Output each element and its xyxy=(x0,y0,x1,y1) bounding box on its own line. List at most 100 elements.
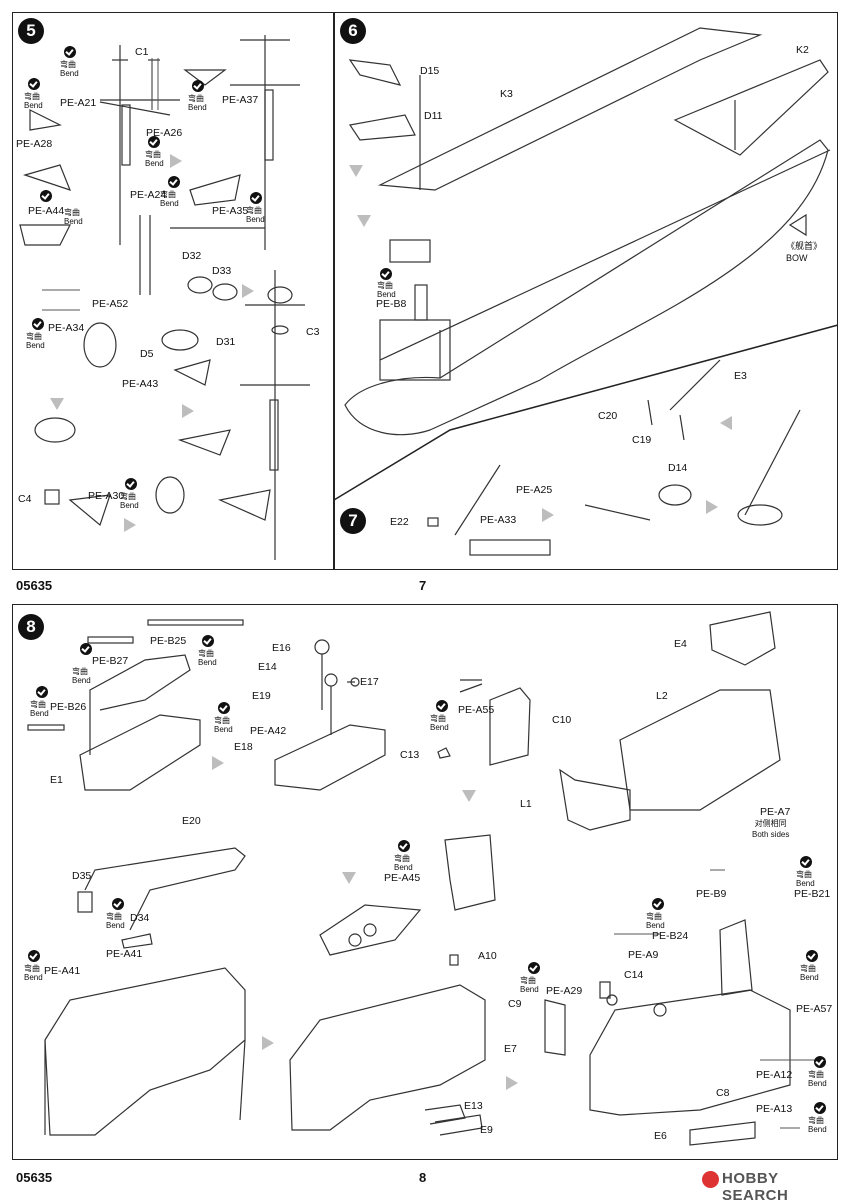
label-pe-a30: PE-A30 xyxy=(88,490,125,502)
top-illustrations xyxy=(19,27,839,560)
label-e13: E13 xyxy=(464,1100,483,1112)
flow-arrow-icon xyxy=(349,165,363,177)
label-e18: E18 xyxy=(234,741,253,753)
page-number: 7 xyxy=(419,578,427,593)
label-pe-b27: PE-B27 xyxy=(92,655,129,667)
label-k2: K2 xyxy=(796,44,809,56)
label-pe-b9: PE-B9 xyxy=(696,888,727,900)
label-pe-a42: PE-A42 xyxy=(250,725,287,737)
label-e14: E14 xyxy=(258,661,277,673)
label-e1: E1 xyxy=(50,774,63,786)
label-pe-a33: PE-A33 xyxy=(480,514,517,526)
label-c20: C20 xyxy=(598,410,618,422)
bend-check-icon xyxy=(80,643,92,655)
label-c13: C13 xyxy=(400,749,420,761)
label-d32: D32 xyxy=(182,250,202,262)
step7-panel xyxy=(334,500,838,570)
catalog-number: 05635 xyxy=(16,578,53,593)
bend-check-icon xyxy=(112,898,124,910)
label-e16: E16 xyxy=(272,642,291,654)
label-pe-a24: PE-A24 xyxy=(130,189,167,201)
label-pe-a43: PE-A43 xyxy=(122,378,159,390)
bend-check-icon xyxy=(652,898,664,910)
step-7-badge: 7 xyxy=(340,508,366,534)
label-pe-a7: PE-A7 xyxy=(760,806,791,818)
flow-arrow-icon xyxy=(542,508,554,522)
label-d14: D14 xyxy=(668,462,688,474)
flow-arrow-icon xyxy=(706,500,718,514)
label-pe-b24: PE-B24 xyxy=(652,930,689,942)
label-d5: D5 xyxy=(140,348,154,360)
bend-check-icon xyxy=(250,192,262,204)
label-pe-b25: PE-B25 xyxy=(150,635,187,647)
label-c8: C8 xyxy=(716,1087,730,1099)
label-pe-a12: PE-A12 xyxy=(756,1069,793,1081)
bend-check-icon xyxy=(436,700,448,712)
bend-check-icon xyxy=(36,686,48,698)
bow-label: 《舰首》BOW xyxy=(786,241,823,263)
label-pe-a13: PE-A13 xyxy=(756,1103,793,1115)
bend-check-icon xyxy=(64,46,76,58)
flow-arrow-icon xyxy=(506,1076,518,1090)
bend-check-icon xyxy=(800,856,812,868)
label-e3: E3 xyxy=(734,370,747,382)
label-pe-a21: PE-A21 xyxy=(60,97,97,109)
bend-check-icon xyxy=(32,318,44,330)
bend-check-icon xyxy=(380,268,392,280)
watermark-logo-icon xyxy=(702,1171,719,1188)
label-d34: D34 xyxy=(130,912,150,924)
label-e20: E20 xyxy=(182,815,201,827)
watermark: HOBBY SEARCH xyxy=(722,1170,789,1204)
flow-arrow-icon xyxy=(50,398,64,410)
flow-arrow-icon xyxy=(357,215,371,227)
label-c9: C9 xyxy=(508,998,522,1010)
bend-check-icon xyxy=(814,1102,826,1114)
label-e19: E19 xyxy=(252,690,271,702)
label-c19: C19 xyxy=(632,434,652,446)
label-pe-b21: PE-B21 xyxy=(794,888,831,900)
label-pe-a52: PE-A52 xyxy=(92,298,129,310)
label-pe-a28: PE-A28 xyxy=(16,138,53,150)
flow-arrow-icon xyxy=(342,872,356,884)
label-d31: D31 xyxy=(216,336,236,348)
label-c14: C14 xyxy=(624,969,644,981)
page-number: 8 xyxy=(419,1170,427,1185)
label-pe-a57: PE-A57 xyxy=(796,1003,833,1015)
bend-check-icon xyxy=(168,176,180,188)
label-pe-b8: PE-B8 xyxy=(376,298,407,310)
label-pe-a9: PE-A9 xyxy=(628,949,659,961)
label-l2: L2 xyxy=(656,690,668,702)
label-e4: E4 xyxy=(674,638,687,650)
flow-arrow-icon xyxy=(262,1036,274,1050)
step-6-badge: 6 xyxy=(340,18,366,44)
label-pe-a25: PE-A25 xyxy=(516,484,553,496)
step-5-badge: 5 xyxy=(18,18,44,44)
label-l1: L1 xyxy=(520,798,532,810)
bend-check-icon xyxy=(398,840,410,852)
step-8-badge: 8 xyxy=(18,614,44,640)
label-d35: D35 xyxy=(72,870,92,882)
bend-check-icon xyxy=(528,962,540,974)
flow-arrow-icon xyxy=(242,284,254,298)
label-pe-a29: PE-A29 xyxy=(546,985,583,997)
flow-arrow-icon xyxy=(462,790,476,802)
label-e7: E7 xyxy=(504,1043,517,1055)
label-e6: E6 xyxy=(654,1130,667,1142)
label-c1: C1 xyxy=(135,46,149,58)
